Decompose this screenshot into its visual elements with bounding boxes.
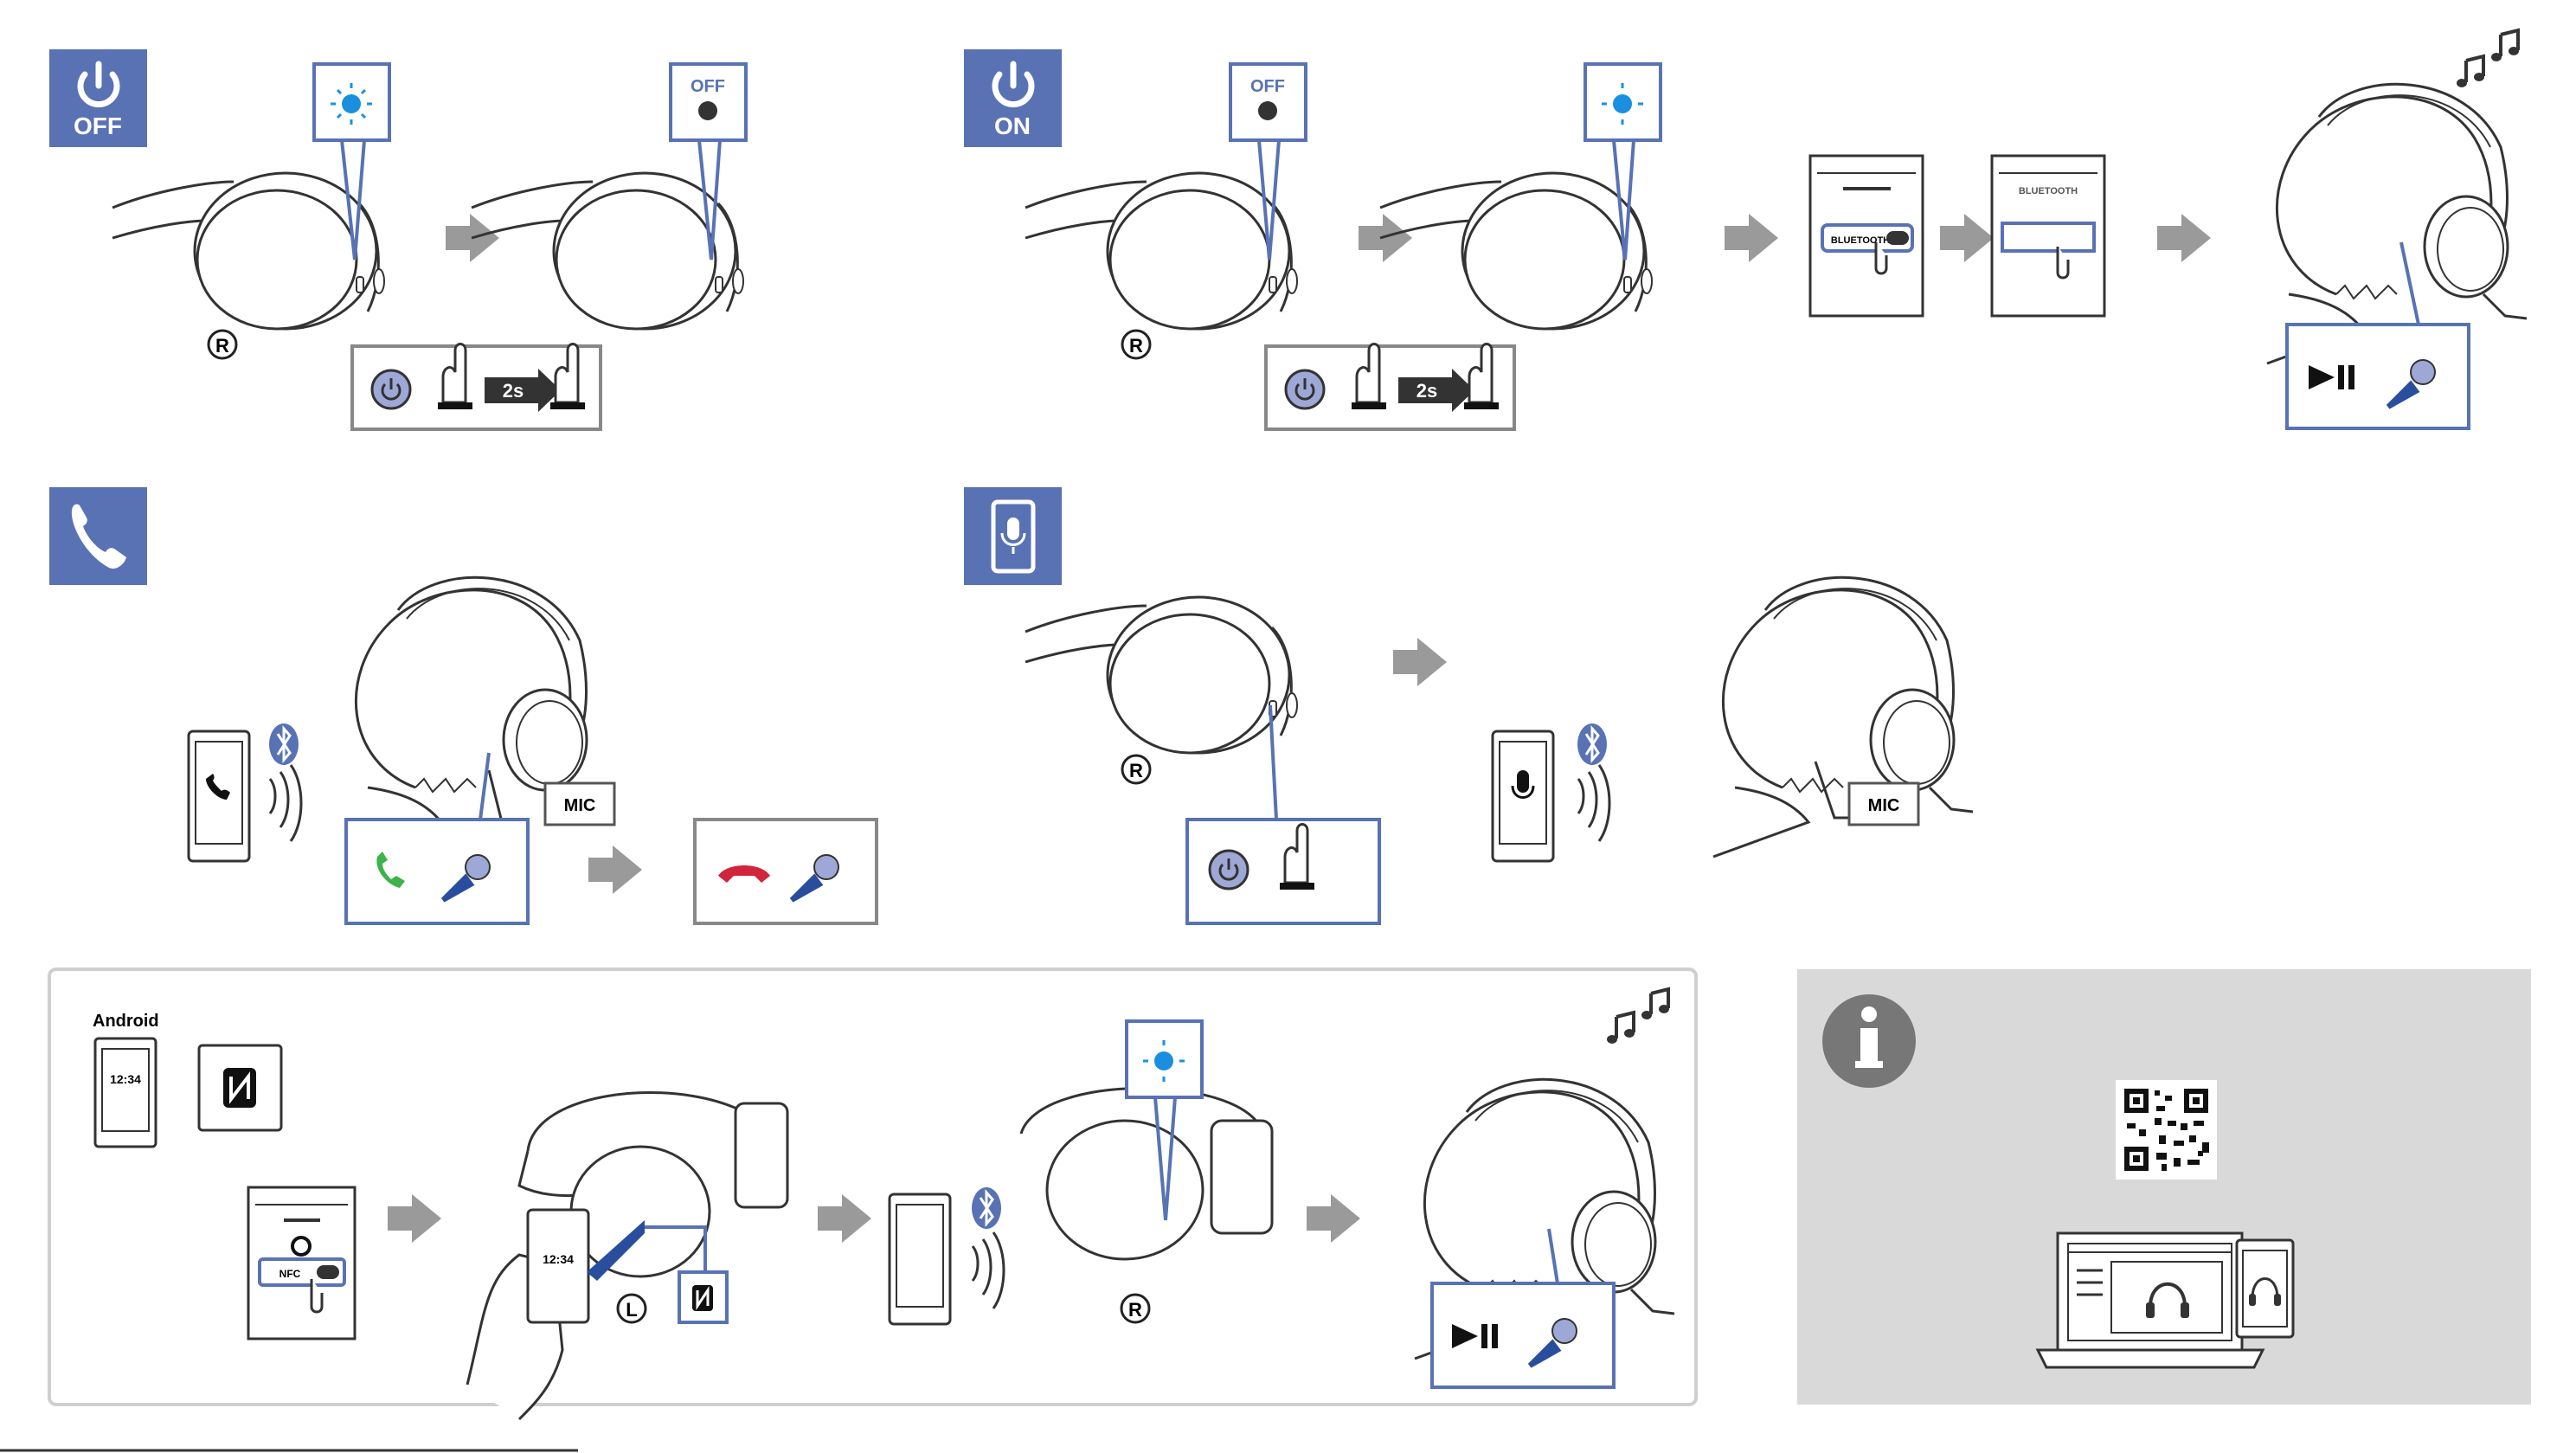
power-off-label: OFF (74, 113, 122, 139)
power-button-icon (1210, 851, 1248, 889)
clock-text: 12:34 (543, 1252, 574, 1266)
right-side-marker: R (1129, 760, 1143, 781)
headphone-earcup (1025, 173, 1297, 329)
led-blue-icon (1613, 94, 1632, 113)
nfc-settings-phone: NFC (248, 1187, 355, 1339)
signal-waves-icon (1578, 765, 1609, 841)
right-side-marker: R (1129, 335, 1143, 357)
arrow-right-icon (1725, 214, 1778, 262)
bluetooth-icon (972, 1187, 1001, 1229)
android-phone: 12:34 (95, 1038, 156, 1147)
power-on-label: ON (994, 113, 1031, 139)
led-off-icon (1258, 101, 1277, 120)
power-off-section: OFF R OFF 2s (49, 49, 746, 429)
mic-label: MIC (564, 796, 596, 815)
led-blue-icon (342, 94, 361, 113)
nfc-setting-label: NFC (279, 1268, 301, 1280)
listener-head (1713, 577, 1973, 857)
laptop-app-icon (2038, 1233, 2263, 1367)
phone-settings-screen: BLUETOOTH (1810, 156, 1923, 316)
power-on-section: ON OFF R 2s BLUETOOTH (964, 30, 2527, 429)
end-call-callout (695, 820, 877, 923)
hold-duration-text: 2s (1416, 380, 1437, 402)
info-icon (1822, 994, 1916, 1088)
arrow-right-icon (1393, 638, 1447, 686)
phone-device-list-screen: BLUETOOTH (1992, 156, 2104, 316)
info-section (1797, 969, 2531, 1405)
left-side-marker: L (626, 1299, 637, 1321)
headphone-earcup (1380, 173, 1652, 329)
led-blue-icon (1154, 1051, 1173, 1070)
voice-assistant-section: R MIC (964, 487, 1973, 923)
signal-waves-icon (270, 765, 301, 841)
arrow-right-icon (588, 845, 642, 894)
headphone-earcup (112, 173, 384, 329)
phone-badge (49, 487, 147, 585)
power-button-icon (372, 370, 410, 408)
arrow-right-icon (1940, 214, 1994, 262)
headphone-earcup (472, 173, 743, 329)
bluetooth-header-label: BLUETOOTH (2019, 186, 2078, 196)
phone-call-section: MIC (49, 487, 877, 923)
headphone-earcup (1025, 597, 1297, 753)
right-side-marker: R (215, 335, 229, 357)
clock-text: 12:34 (110, 1072, 141, 1086)
smartphone-app-icon (2237, 1240, 2293, 1337)
bluetooth-setting-label: BLUETOOTH (1831, 235, 1890, 246)
led-off-icon (698, 101, 717, 120)
bluetooth-icon (269, 723, 299, 765)
listener-head (2267, 84, 2527, 363)
bluetooth-icon (1577, 723, 1607, 765)
hold-duration-text: 2s (503, 380, 524, 402)
pairing-phone (890, 1194, 950, 1324)
led-off-label: OFF (691, 77, 725, 96)
mic-label: MIC (1868, 796, 1900, 815)
led-off-label: OFF (1250, 77, 1285, 96)
music-notes-icon (2457, 30, 2519, 87)
arrow-right-icon (2157, 214, 2211, 262)
nfc-icon (223, 1068, 256, 1108)
nfc-section: Android 12:34 NFC (49, 969, 1696, 1419)
android-label: Android (93, 1012, 159, 1031)
voice-screen-icon (1517, 770, 1529, 793)
arrow-right-icon (1359, 214, 1412, 262)
right-side-marker: R (1128, 1299, 1142, 1321)
answer-call-callout (346, 820, 528, 923)
qr-code[interactable] (2116, 1080, 2217, 1180)
power-button-icon (1286, 370, 1324, 408)
